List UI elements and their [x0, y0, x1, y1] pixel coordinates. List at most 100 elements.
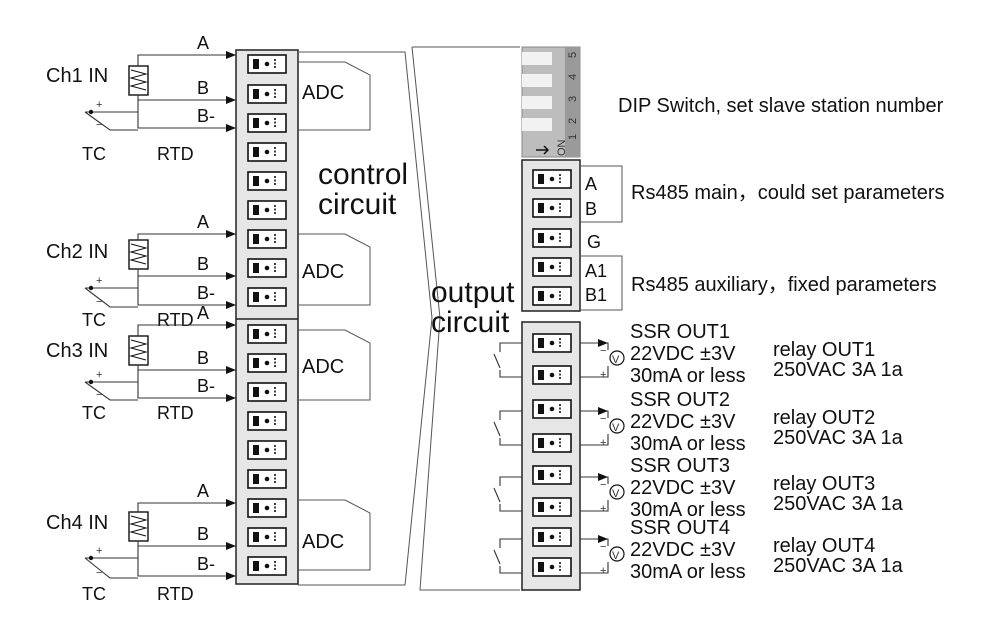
rs485-terminal-strip: A B G A1 B1 Rs485 main，could set paramet…	[521, 159, 944, 312]
input-terminal	[247, 556, 287, 576]
plus-sign: +	[600, 369, 606, 381]
relay-rating: 250VAC 3A 1a	[773, 493, 904, 515]
rs485-terminal	[532, 169, 572, 189]
pin-b-label: B	[197, 348, 209, 368]
thermocouple-icon	[84, 287, 138, 308]
control-circuit-line2: circuit	[318, 188, 397, 221]
input-terminal	[247, 324, 287, 344]
output-terminal	[532, 433, 572, 453]
wire-b	[137, 541, 236, 547]
rtd-label: RTD	[157, 403, 194, 423]
pin-b-minus-label: B-	[197, 283, 215, 303]
dip-number-5: 5	[567, 52, 579, 58]
pin-a-label: A	[197, 33, 209, 53]
relay-label: relay OUT4	[773, 535, 875, 557]
pin-b-minus-label: B-	[197, 376, 215, 396]
minus-sign: −	[600, 541, 606, 553]
thermocouple-icon	[84, 557, 138, 579]
arrow-right-icon	[598, 473, 608, 481]
output-terminal-strip	[521, 321, 581, 591]
input-terminal	[247, 171, 287, 191]
arrow-right-icon	[598, 407, 608, 415]
wire-b	[137, 269, 236, 277]
input-terminal-strip	[235, 49, 299, 585]
relay-contact-icon	[493, 538, 522, 574]
arrow-right-icon	[226, 272, 236, 280]
wire-b	[137, 95, 236, 101]
plus-sign: +	[96, 99, 102, 111]
wire-b-minus	[137, 100, 236, 129]
pin-a-label: A	[197, 481, 209, 501]
input-terminal	[247, 287, 287, 307]
ssr-label: SSR OUT4	[630, 517, 730, 539]
rs485-pin-b1: B1	[585, 285, 607, 305]
relay-label: relay OUT2	[773, 407, 875, 429]
circuit-outline: control circuit output circuit	[298, 46, 520, 591]
output-circuit-line1: output	[431, 276, 515, 309]
input-terminal	[247, 54, 287, 74]
pin-b-label: B	[197, 524, 209, 544]
voltmeter-icon	[609, 418, 625, 434]
ssr-wire-plus	[580, 434, 609, 446]
ssr-current: 30mA or less	[630, 561, 746, 583]
voltmeter-icon	[609, 484, 625, 500]
control-circuit-line1: control	[318, 158, 408, 191]
voltmeter-label: V	[612, 422, 620, 434]
input-terminal	[247, 411, 287, 431]
output-terminal	[532, 365, 572, 385]
rtd-label: RTD	[157, 584, 194, 604]
channel-label: Ch4 IN	[46, 512, 108, 534]
rs485-aux-caption: Rs485 auxiliary，fixed parameters	[631, 274, 937, 296]
ssr-voltage: 22VDC ±3V	[630, 477, 736, 499]
dip-number-1: 1	[567, 134, 579, 140]
voltmeter-icon	[609, 546, 625, 562]
wire-b-minus	[137, 370, 236, 399]
tc-label: TC	[82, 584, 106, 604]
dip-on-label: ON	[556, 139, 568, 156]
arrow-right-icon	[226, 321, 236, 329]
output-circuit-line2: circuit	[431, 306, 510, 339]
relay-label: relay OUT1	[773, 339, 875, 361]
plus-sign: +	[96, 275, 102, 287]
pin-b-label: B	[197, 78, 209, 98]
ssr-current: 30mA or less	[630, 499, 746, 521]
output-terminal	[532, 465, 572, 485]
arrow-right-icon	[226, 230, 236, 238]
thermocouple-icon	[84, 111, 138, 131]
relay-rating: 250VAC 3A 1a	[773, 359, 904, 381]
pin-b-label: B	[197, 254, 209, 274]
adc-label-2: ADC	[302, 261, 344, 283]
input-terminal	[247, 113, 287, 133]
input-terminal	[247, 84, 287, 104]
rs485-pin-a: A	[585, 174, 597, 194]
arrow-right-icon	[226, 366, 236, 374]
wire-b-minus	[137, 276, 236, 306]
arrow-right-icon	[226, 572, 236, 580]
minus-sign: −	[96, 119, 102, 131]
wire-a	[137, 324, 236, 336]
ssr-current: 30mA or less	[630, 365, 746, 387]
arrow-right-icon	[226, 542, 236, 550]
input-terminal	[247, 382, 287, 402]
ssr-label: SSR OUT3	[630, 455, 730, 477]
arrow-right-icon	[226, 124, 236, 132]
ssr-current: 30mA or less	[630, 433, 746, 455]
voltmeter-label: V	[612, 488, 620, 500]
minus-sign: −	[600, 413, 606, 425]
tc-label: TC	[82, 403, 106, 423]
adc-label-1: ADC	[302, 82, 344, 104]
rs485-terminal	[532, 286, 572, 306]
pin-a-label: A	[197, 303, 209, 323]
dip-switch: 5 4 3 2 1 ON DIP Switch, set slave stati…	[521, 46, 944, 158]
dip-caption: DIP Switch, set slave station number	[618, 95, 944, 117]
channel-label: Ch2 IN	[46, 241, 108, 263]
relay-label: relay OUT3	[773, 473, 875, 495]
wire-b-minus	[137, 546, 236, 577]
